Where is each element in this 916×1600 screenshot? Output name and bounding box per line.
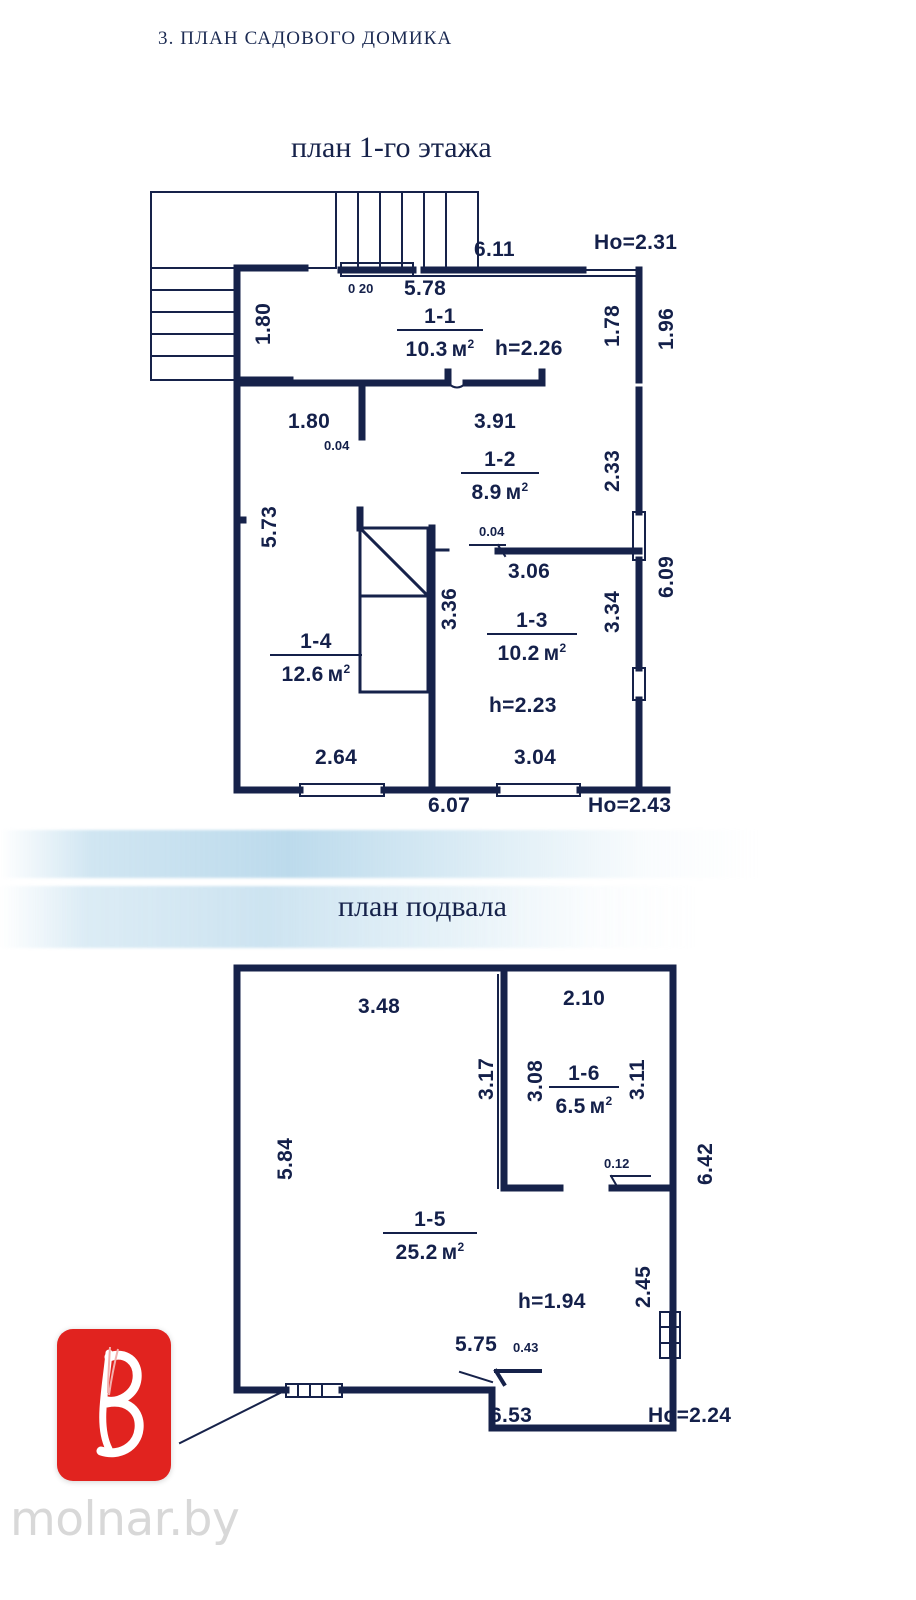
dim-room-1-5-height: h=1.94 (518, 1290, 586, 1313)
dim-floor1-bottom-left: 2.64 (315, 746, 358, 769)
watermark-site-text: molnar.by (10, 1492, 240, 1547)
dim-room-1-2-top: 3.91 (474, 410, 517, 433)
room-1-4-code: 1-4 (300, 630, 332, 653)
room-1-1-code: 1-1 (424, 305, 456, 328)
dim-floor1-top-inner: 5.78 (404, 277, 447, 300)
dim-basement-right-overall: 6.42 (694, 1142, 717, 1185)
dim-basement-top-left: 3.48 (358, 995, 401, 1018)
dim-basement-bottom-inner: 5.75 (455, 1333, 498, 1356)
dim-room-1-3-bottom: 3.04 (514, 746, 557, 769)
dim-room-1-6-right: 3.11 (626, 1059, 649, 1100)
dim-floor1-ho-top: Ho=2.31 (594, 231, 678, 254)
molnar-logo-icon (57, 1329, 171, 1481)
dim-room-1-1-height: h=2.26 (495, 337, 563, 360)
dim-room-1-5-right: 3.17 (475, 1057, 498, 1100)
room-1-3-code: 1-3 (516, 609, 548, 632)
dim-room-1-3-top: 3.06 (508, 560, 551, 583)
room-1-3-rule (487, 633, 577, 635)
dim-floor1-partition-upper: 0.04 (324, 438, 350, 453)
dim-basement-bottom-overall: 6.53 (490, 1404, 533, 1427)
watermark-logo (57, 1329, 171, 1481)
dim-basement-partition: 0.12 (604, 1156, 630, 1171)
room-1-6-code: 1-6 (568, 1062, 600, 1085)
basement-heading: план подвала (338, 890, 507, 923)
dim-floor1-ho-bottom: Ho=2.43 (588, 794, 672, 817)
room-1-4-rule (270, 654, 362, 656)
dim-basement-ho-bottom: Ho=2.24 (648, 1404, 732, 1427)
room-1-1-rule (397, 329, 483, 331)
floor1-heading: план 1-го этажа (291, 131, 492, 164)
dim-room-1-6-left: 3.08 (524, 1059, 547, 1102)
document-title: 3. ПЛАН САДОВОГО ДОМИКА (158, 28, 453, 49)
dim-basement-lower-right: 2.45 (632, 1265, 655, 1308)
dim-floor1-left-inner-upper: 1.80 (288, 410, 331, 433)
dim-basement-bottom-step: 0.43 (513, 1340, 539, 1355)
room-1-2-rule (461, 472, 539, 474)
room-1-5-rule (383, 1232, 477, 1234)
room-1-2-code: 1-2 (484, 448, 516, 471)
dim-floor1-top-overall: 6.11 (474, 238, 515, 261)
dim-floor1-wall-thickness-top: 0 20 (348, 281, 374, 296)
dim-room-1-3-height: h=2.23 (489, 694, 557, 717)
dim-basement-top-right: 2.10 (563, 987, 606, 1010)
dim-basement-left-overall: 5.84 (274, 1137, 297, 1180)
room-1-5-code: 1-5 (414, 1208, 446, 1231)
dim-room-1-2-partition: 0.04 (479, 524, 505, 539)
dim-floor1-bottom-overall: 6.07 (428, 794, 471, 817)
room-1-6-rule (549, 1086, 619, 1088)
